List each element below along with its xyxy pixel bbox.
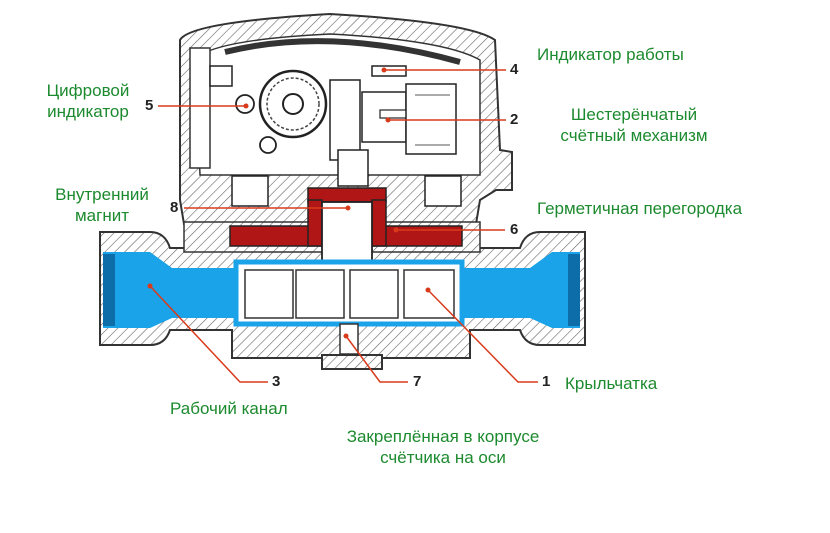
label-inner-magnet-line2: магнит <box>74 206 129 225</box>
label-digital-indicator-line1: Цифровой <box>46 81 130 100</box>
label-gear-mechanism-line1: Шестерёнчатый <box>570 105 698 124</box>
work-channel <box>103 252 580 328</box>
leader-lines <box>149 69 538 383</box>
label-gear-mechanism-line2: счётный механизм <box>560 126 708 145</box>
gear-mechanism <box>329 65 457 187</box>
callout-5: 5 <box>145 97 154 114</box>
digital-indicator <box>209 65 328 154</box>
label-axis: Закреплённая в корпусе счётчика на оси <box>328 426 558 468</box>
label-sealed-partition: Герметичная перегородка <box>537 199 743 218</box>
callout-3: 3 <box>272 373 281 390</box>
callout-6: 6 <box>510 221 519 238</box>
label-inner-magnet: Внутренний магнит <box>40 184 164 226</box>
callout-8: 8 <box>170 199 179 216</box>
label-inner-magnet-line1: Внутренний <box>55 185 149 204</box>
dial-arc <box>224 38 461 65</box>
label-axis-line2: счётчика на оси <box>380 448 506 467</box>
label-gear-mechanism: Шестерёнчатый счётный механизм <box>534 104 734 146</box>
side-block <box>189 47 211 169</box>
label-axis-line1: Закреплённая в корпусе <box>346 427 540 446</box>
magnet-housing-right <box>424 175 462 207</box>
callout-1: 1 <box>542 373 551 390</box>
leader-dots <box>147 67 431 339</box>
label-impeller: Крыльчатка <box>565 374 658 393</box>
inner-magnet <box>321 201 373 263</box>
label-work-indicator: Индикатор работы <box>537 45 684 64</box>
label-digital-indicator: Цифровой индикатор <box>28 80 148 122</box>
label-digital-indicator-line2: индикатор <box>47 102 129 121</box>
callout-7: 7 <box>413 373 422 390</box>
impeller <box>233 259 465 327</box>
callout-4: 4 <box>510 61 519 78</box>
label-work-channel: Рабочий канал <box>170 399 288 418</box>
callout-2: 2 <box>510 111 519 128</box>
magnet-housing-left <box>231 175 269 207</box>
